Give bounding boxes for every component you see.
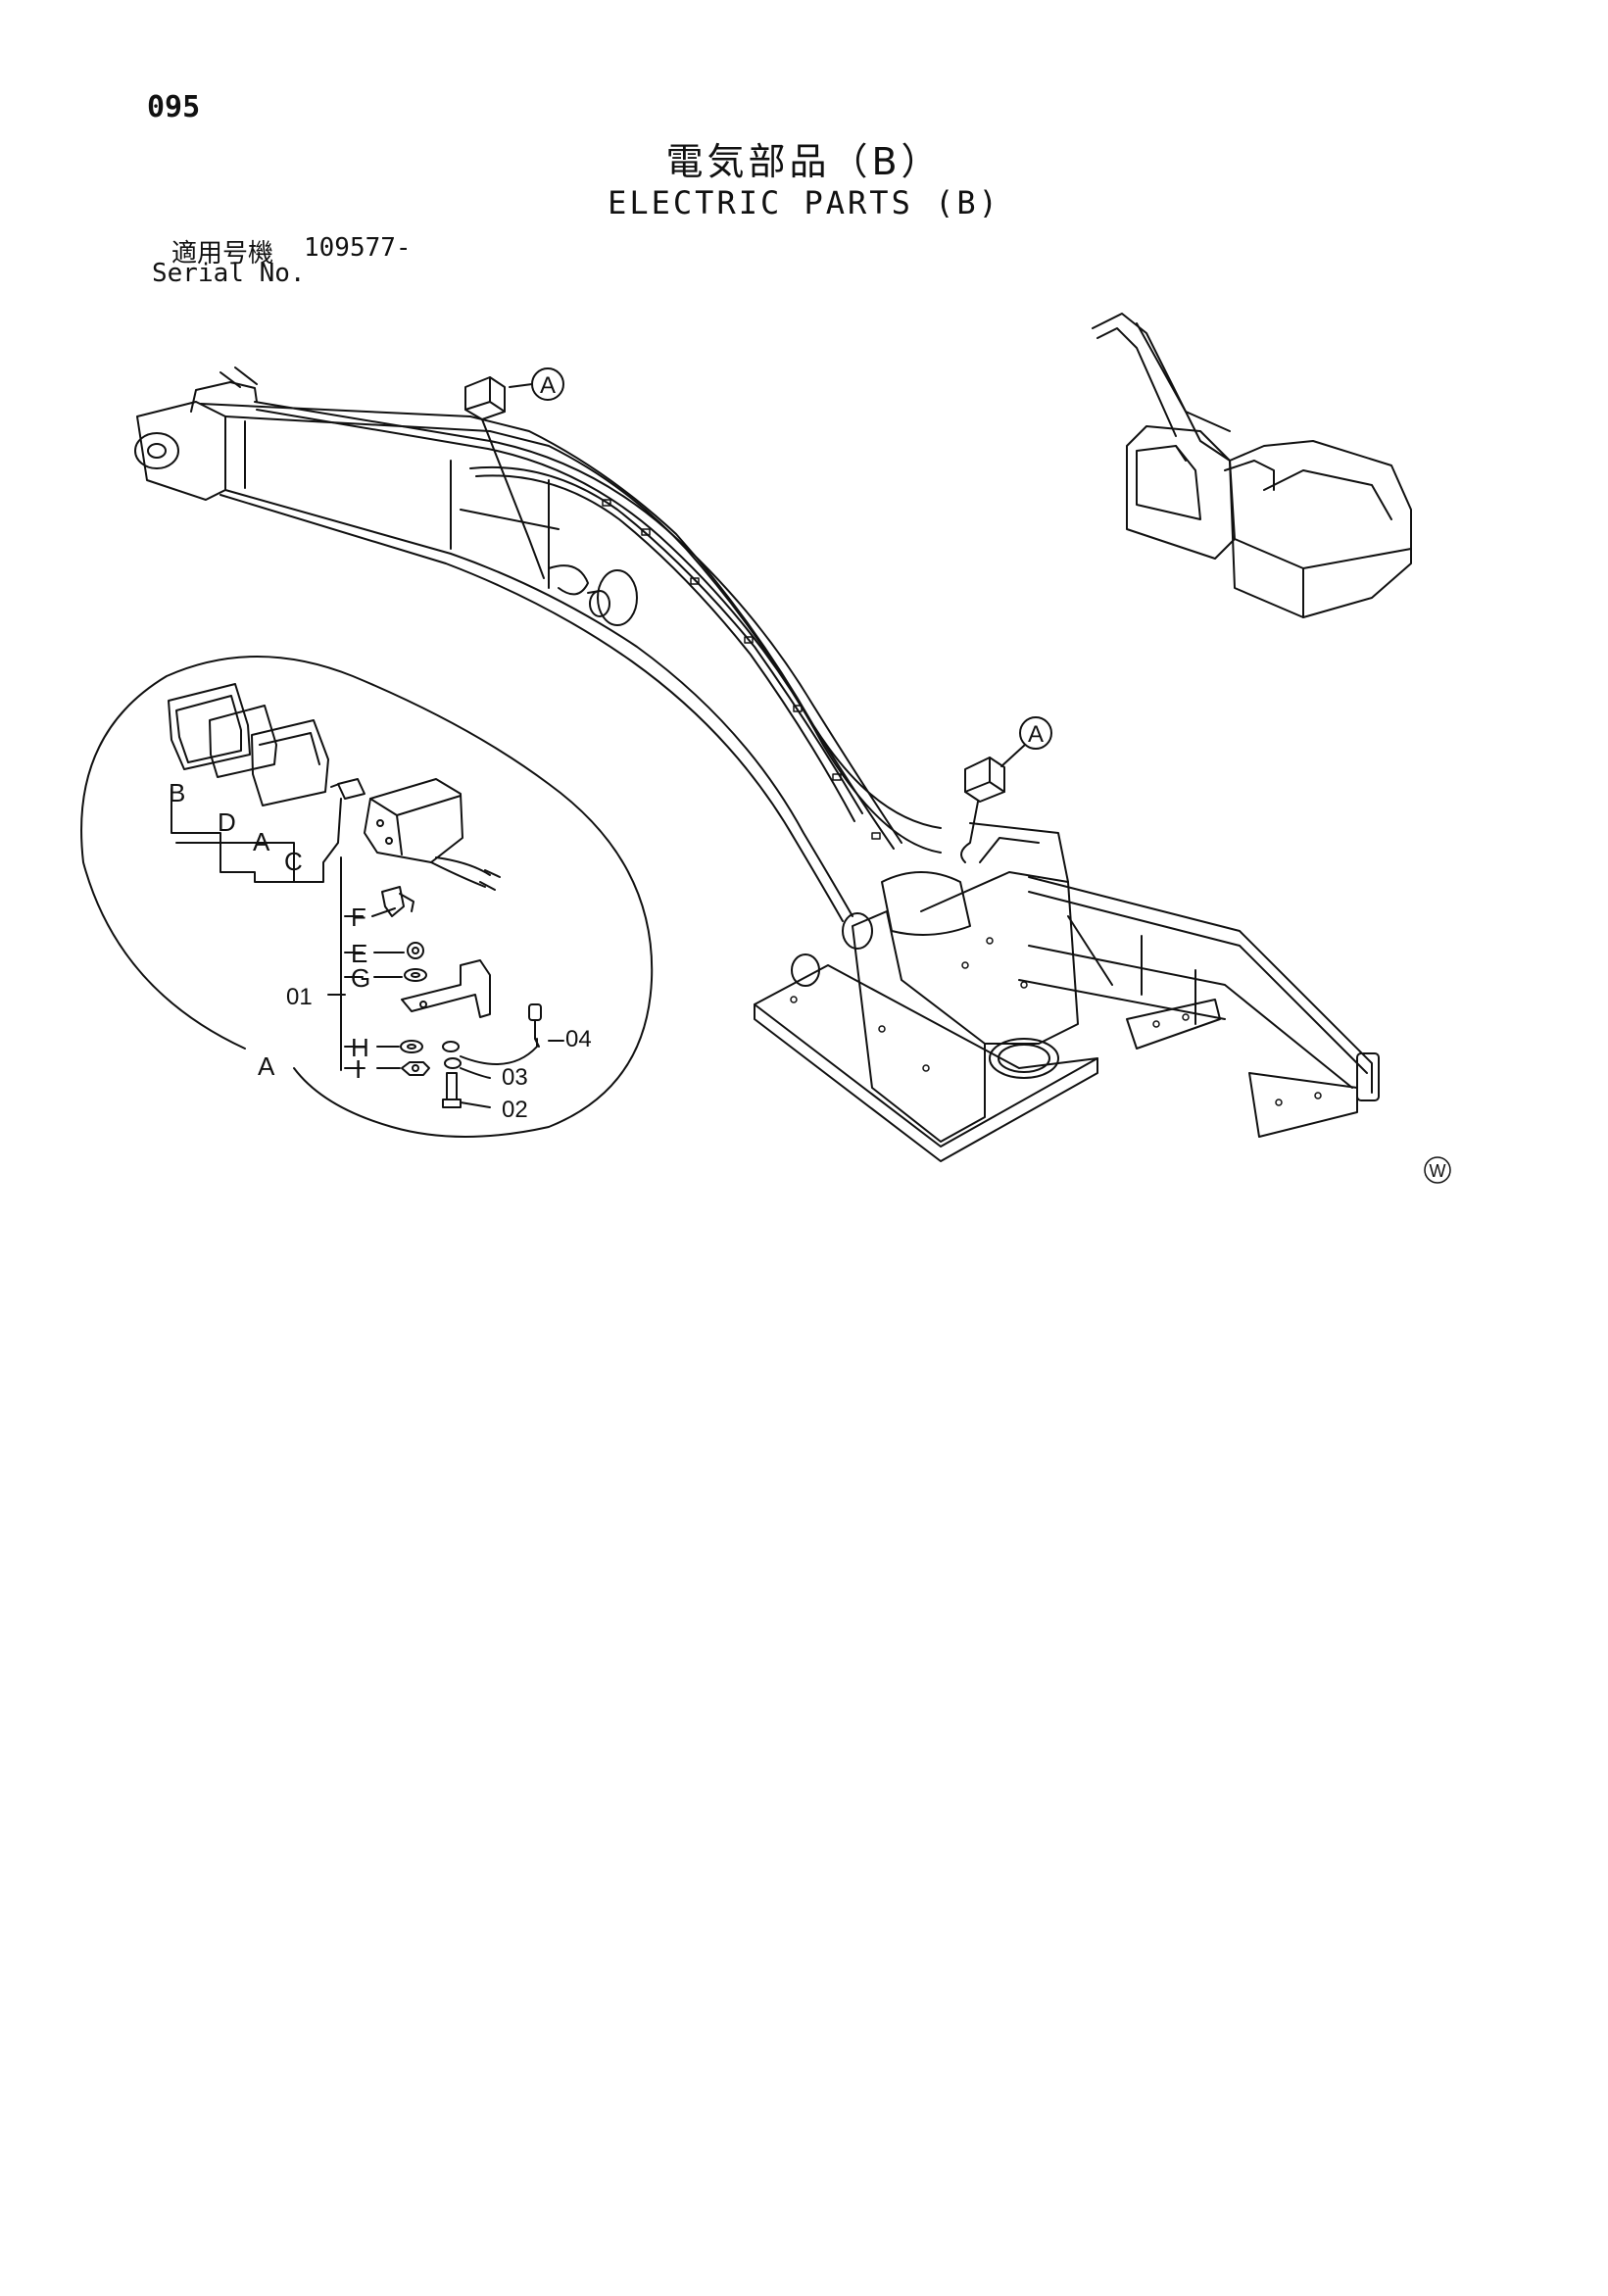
detail-label-a: A [253, 827, 270, 856]
watermark-letter: W [1430, 1161, 1446, 1181]
part-number-04: 04 [565, 1026, 592, 1052]
callout-a-frame: A [1000, 716, 1052, 767]
part-number-02: 02 [502, 1097, 528, 1123]
part-number-03: 03 [502, 1064, 528, 1091]
watermark-mark: W [1424, 1156, 1451, 1184]
serial-label-en: Serial No. [152, 259, 306, 288]
detail-label-d: D [218, 807, 236, 837]
part-number-01: 01 [286, 984, 313, 1010]
boom-drawing [134, 366, 971, 987]
excavator-thumbnail [1092, 313, 1412, 618]
page-number: 095 [147, 90, 201, 124]
detail-label-b: B [169, 778, 185, 807]
detail-label-h: H [351, 1033, 369, 1062]
detail-label-e: E [351, 939, 367, 968]
callout-a-boom-label: A [540, 372, 556, 399]
serial-number-value: 109577- [304, 233, 412, 263]
page-title-en: ELECTRIC PARTS (B) [608, 184, 1000, 221]
detail-label-c: C [284, 847, 303, 876]
main-frame-drawing [754, 757, 1380, 1162]
callout-a-frame-label: A [1028, 721, 1044, 748]
detail-label-g: G [351, 963, 370, 993]
serial-label-jp: 適用号機 [171, 239, 274, 269]
detail-view-a-label: A [258, 1051, 275, 1081]
callout-a-boom: A [509, 367, 564, 401]
page-title-jp: 電気部品（B） [665, 140, 943, 183]
detail-label-f: F [351, 903, 366, 932]
detail-view-a [80, 656, 654, 1138]
detail-label-i: I [355, 1054, 362, 1084]
